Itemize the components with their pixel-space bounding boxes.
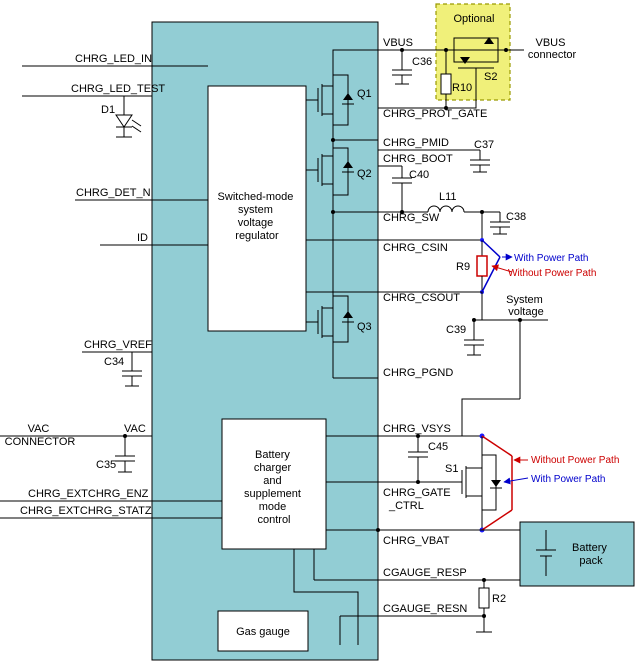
- internal-wiring: [152, 65, 222, 519]
- gas-gauge-label: Gas gauge: [236, 626, 290, 638]
- c35-label: C35: [96, 459, 116, 471]
- pin-chrg-sw: CHRG_SW: [383, 212, 440, 224]
- c37-label: C37: [474, 139, 494, 151]
- charger-label: Battery charger and supplement mode cont…: [244, 449, 304, 526]
- pin-chrg-prot-gate: CHRG_PROT_GATE: [383, 108, 487, 120]
- vbat-net: Battery pack: [326, 521, 635, 587]
- c34-capacitor: C34: [104, 352, 142, 387]
- pin-chrg-led-in: CHRG_LED_IN: [75, 53, 152, 65]
- d1-led: D1: [101, 96, 142, 138]
- system-voltage-node: C39 System voltage: [446, 292, 548, 399]
- s1-without-power-path-label: Without Power Path: [531, 455, 619, 466]
- c39-label: C39: [446, 324, 466, 336]
- pin-chrg-csin: CHRG_CSIN: [383, 242, 448, 254]
- q2-label: Q2: [357, 168, 372, 180]
- gauge-sense-net: R2: [293, 549, 520, 645]
- r10-label: R10: [452, 82, 472, 94]
- pin-chrg-csout: CHRG_CSOUT: [383, 292, 460, 304]
- regulator-block: [207, 85, 307, 332]
- pin-chrg-vbat: CHRG_VBAT: [383, 535, 450, 547]
- regulator-label: Switched-mode system voltage regulator: [218, 191, 297, 242]
- r9-with-power-path-label: With Power Path: [514, 253, 588, 264]
- q2-mosfet: Q2: [306, 140, 372, 212]
- pin-vbus: VBUS: [383, 37, 413, 49]
- charger-block: [221, 418, 327, 550]
- pin-chrg-gate: CHRG_GATE: [383, 487, 451, 499]
- s1-switch: S1 Without Power Path With Power Path: [326, 435, 619, 533]
- battery-pack-label: Battery pack: [572, 542, 610, 567]
- c34-label: C34: [104, 356, 124, 368]
- right-pin-labels: VBUS CHRG_PROT_GATE CHRG_PMID CHRG_BOOT …: [383, 37, 487, 615]
- vbus-net: C36: [332, 48, 524, 85]
- c45-label: C45: [428, 441, 448, 453]
- vsys-net: C45: [326, 398, 520, 482]
- s1-with-power-path-label: With Power Path: [531, 474, 605, 485]
- pin-chrg-boot: CHRG_BOOT: [383, 153, 453, 165]
- s1-label: S1: [445, 463, 458, 475]
- vbus-connector-label: VBUS connector: [528, 37, 577, 61]
- c38-label: C38: [506, 211, 526, 223]
- pin-ctrl: _CTRL: [388, 500, 424, 512]
- r10-resistor: R10: [440, 50, 472, 108]
- r9-sense: R9 With Power Path Without Power Path: [306, 238, 596, 294]
- pin-cgauge-resn: CGAUGE_RESN: [383, 603, 467, 615]
- pin-chrg-det-n: CHRG_DET_N: [76, 187, 151, 199]
- q1-label: Q1: [357, 88, 372, 100]
- r9-label: R9: [456, 261, 470, 273]
- gas-gauge-block: [217, 610, 309, 652]
- r9-without-power-path-label: Without Power Path: [508, 268, 596, 279]
- d1-label: D1: [101, 104, 115, 116]
- c35-capacitor: C35: [96, 434, 135, 473]
- q3-label: Q3: [357, 321, 372, 333]
- pin-vac: VAC: [124, 423, 146, 435]
- optional-label: Optional: [454, 13, 495, 25]
- c40-capacitor: C40: [378, 165, 429, 212]
- sw-node: L11 C38: [331, 191, 526, 240]
- s2-switch: S2: [453, 37, 499, 98]
- vac-connector-label: VAC CONNECTOR: [5, 423, 76, 448]
- c36-label: C36: [412, 56, 432, 68]
- pin-chrg-extchrg-enz: CHRG_EXTCHRG_ENZ: [28, 488, 149, 500]
- pin-chrg-pgnd: CHRG_PGND: [383, 367, 453, 379]
- q1-mosfet: Q1: [306, 67, 372, 140]
- pin-chrg-vref: CHRG_VREF: [84, 339, 152, 351]
- r2-label: R2: [492, 593, 506, 605]
- pin-chrg-vsys: CHRG_VSYS: [383, 423, 451, 435]
- battery-pack: [519, 521, 635, 587]
- pin-chrg-extchrg-statz: CHRG_EXTCHRG_STATZ: [20, 505, 152, 517]
- l11-label: L11: [439, 191, 457, 203]
- system-voltage-label: System voltage: [506, 294, 546, 318]
- left-pins: CHRG_LED_IN CHRG_LED_TEST CHRG_DET_N ID …: [0, 53, 165, 519]
- pin-cgauge-resp: CGAUGE_RESP: [383, 567, 467, 579]
- c37-capacitor: C37: [378, 139, 494, 173]
- pin-chrg-led-test: CHRG_LED_TEST: [71, 83, 165, 95]
- pin-id: ID: [137, 232, 148, 244]
- s2-label: S2: [484, 71, 497, 83]
- pin-chrg-pmid: CHRG_PMID: [383, 137, 449, 149]
- c40-label: C40: [409, 169, 429, 181]
